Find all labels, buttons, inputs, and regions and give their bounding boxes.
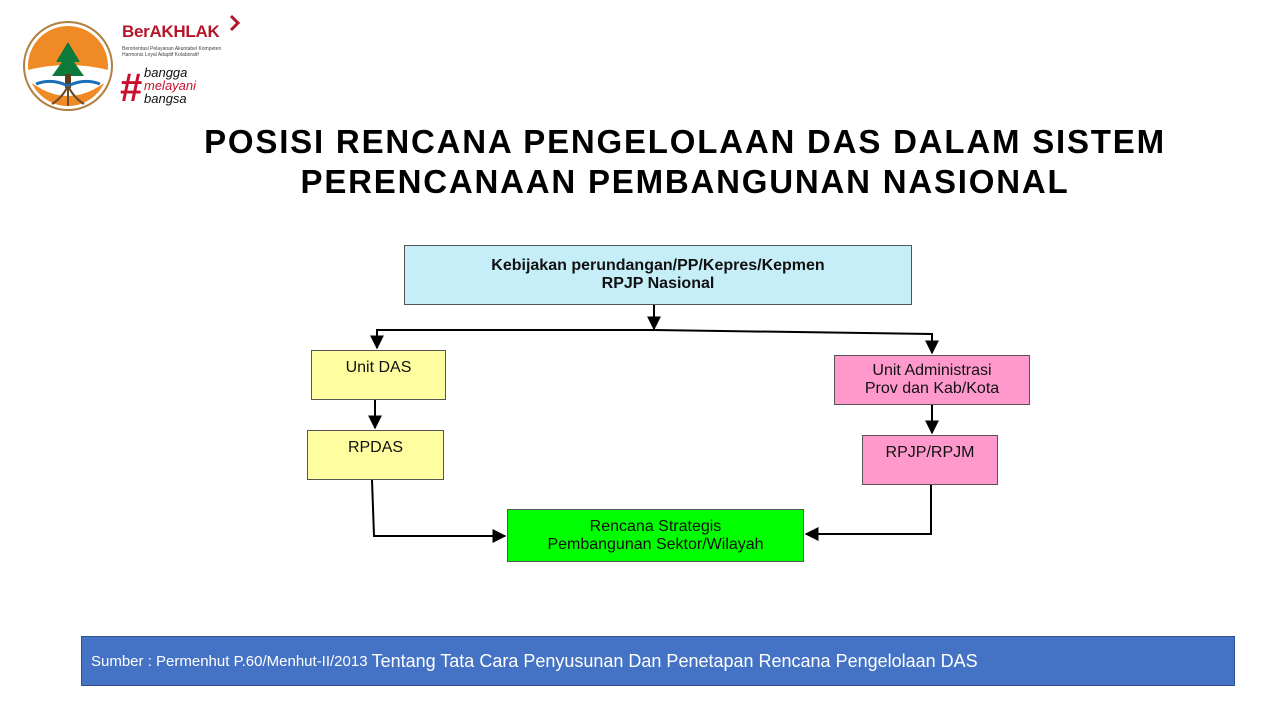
title-line-1: POSISI RENCANA PENGELOLAAN DAS DALAM SIS…	[204, 123, 1166, 160]
hashtag-symbol: #	[120, 66, 143, 110]
hashtag-text: bangga melayani bangsa	[144, 65, 197, 106]
title-line-2: PERENCANAAN PEMBANGUNAN NASIONAL	[300, 163, 1070, 200]
connector-to-unit-admin	[653, 329, 939, 355]
berakhlak-brand: BerAKHLAK Berorientasi Pelayanan Akuntab…	[120, 14, 250, 112]
box-unit-administrasi: Unit Administrasi Prov dan Kab/Kota	[834, 355, 1030, 405]
connector-rpjp-renstra	[804, 485, 932, 541]
source-prefix: Sumber : Permenhut P.60/Menhut-II/2013	[91, 652, 368, 670]
box-kebijakan: Kebijakan perundangan/PP/Kepres/Kepmen R…	[404, 245, 912, 305]
connector-rpdas-renstra	[371, 479, 507, 543]
ministry-emblem-icon	[23, 21, 113, 111]
brand-name: BerAKHLAK	[122, 22, 220, 41]
source-title: Tentang Tata Cara Penyusunan Dan Penetap…	[371, 650, 978, 671]
ministry-logo	[22, 20, 114, 112]
box-unit-das: Unit DAS	[311, 350, 446, 400]
slide-title: POSISI RENCANA PENGELOLAAN DAS DALAM SIS…	[150, 122, 1220, 202]
connector-to-unit-das	[370, 329, 654, 350]
berakhlak-chevron-icon	[229, 14, 241, 32]
source-footer: Sumber : Permenhut P.60/Menhut-II/2013 T…	[81, 636, 1235, 686]
box-rpjp-rpjm: RPJP/RPJM	[862, 435, 998, 485]
box-rpdas: RPDAS	[307, 430, 444, 480]
brand-tagline: Berorientasi Pelayanan Akuntabel Kompete…	[122, 46, 222, 58]
box-rencana-strategis: Rencana Strategis Pembangunan Sektor/Wil…	[507, 509, 804, 562]
